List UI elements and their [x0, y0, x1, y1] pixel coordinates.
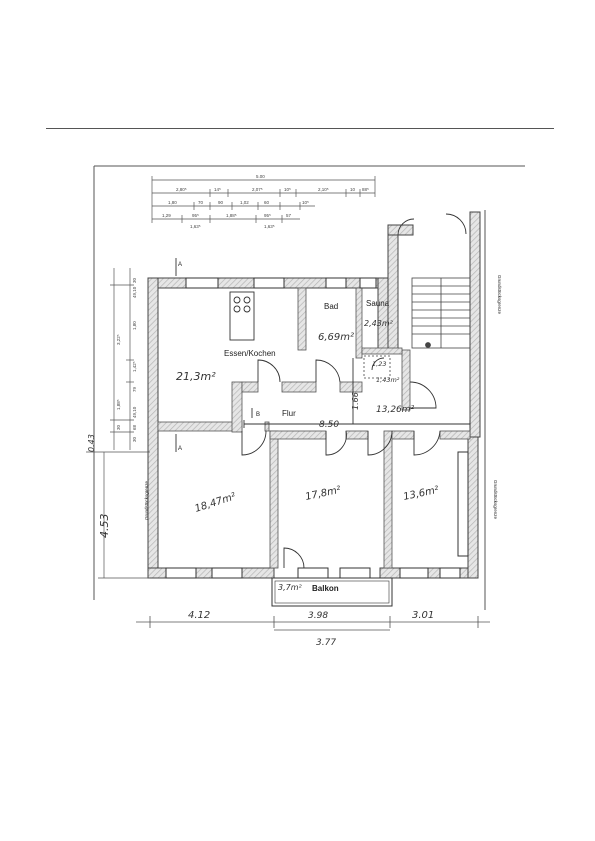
- horizontal-rule: [46, 128, 554, 129]
- dim-row2-1: 70: [198, 200, 204, 205]
- room-label-flur: Flur: [282, 409, 296, 418]
- dim-bottom-left: 4.12: [188, 610, 210, 621]
- dim-row2-5: 10⁵: [302, 200, 309, 205]
- dim-row1-3: 10⁵: [284, 187, 291, 192]
- balcony: [271, 577, 393, 607]
- dim-row2-3: 1,02: [240, 200, 249, 205]
- outer-walls: [147, 211, 481, 579]
- area-small-2: 1,43m²: [376, 376, 400, 384]
- room-label-sauna: Sauna: [366, 299, 390, 308]
- section-marker-a-bottom: A: [178, 446, 182, 452]
- boundary-label-left: Grundstücksgrenze: [144, 480, 149, 520]
- area-essen: 21,3m²: [176, 370, 216, 383]
- section-marker-b: B: [256, 412, 260, 418]
- dim-bottom-right: 3.01: [412, 610, 434, 621]
- dim-bottom-total: 3.77: [316, 638, 336, 648]
- dim-bottom-mid: 3.98: [308, 611, 328, 621]
- dim-left-small: 0.43: [87, 434, 96, 452]
- dim-left-9: 68: [132, 424, 137, 430]
- dim-row2-0: 1,80: [168, 200, 177, 205]
- dim-row4-0: 1,63⁵: [190, 224, 201, 229]
- kitchen-counter: [229, 291, 255, 341]
- niche-outline: [363, 355, 391, 379]
- dim-row2-4: 60: [264, 200, 270, 205]
- area-small-1: 1,23: [372, 360, 386, 368]
- boundary-label-right-bottom: Grundstücksgrenze: [493, 480, 498, 520]
- dim-row3-0: 1,29: [162, 213, 171, 218]
- dim-row3-4: 57: [286, 213, 292, 218]
- section-marks: [175, 258, 253, 452]
- dim-row3-2: 1,88⁵: [226, 213, 237, 218]
- flur-dimension-line: [243, 358, 471, 428]
- dim-row1-2: 2,07⁵: [252, 187, 263, 192]
- dim-row3-3: 95⁵: [264, 213, 271, 218]
- top-dimension-chains: [151, 176, 376, 223]
- area-room3: 13,6m²: [402, 485, 440, 503]
- interior-walls: [157, 287, 471, 569]
- dim-row1-0: 2,80⁵: [176, 187, 187, 192]
- area-balkon: 3,7m²: [278, 583, 303, 592]
- dim-left-4: 1,42⁵: [132, 361, 137, 372]
- dim-row3-1: 95⁵: [192, 213, 199, 218]
- dim-row1-4: 2,10⁵: [318, 187, 329, 192]
- dim-row2-2: 90: [218, 200, 224, 205]
- area-sauna: 2,43m²: [364, 319, 394, 328]
- area-bad: 6,69m²: [318, 332, 354, 343]
- dim-left-8: 30: [116, 424, 121, 430]
- dim-row1-6: 88⁵: [362, 187, 369, 192]
- room-label-balkon: Balkon: [312, 584, 339, 593]
- room-label-essen: Essen/Kochen: [224, 349, 276, 358]
- dim-top-total: 5.00: [256, 174, 265, 179]
- section-marker-a-top: A: [178, 262, 182, 268]
- staircase: [411, 277, 471, 349]
- bottom-dimension-line: [136, 616, 490, 631]
- dim-left-height: 4.53: [98, 514, 111, 539]
- property-boundary: [93, 165, 525, 610]
- boundary-label-right-top: Grundstücksgrenze: [497, 275, 502, 315]
- dim-left-0: 49,10: [132, 286, 137, 298]
- dim-left-3: 3,22⁵: [116, 334, 121, 345]
- left-dimension-chains: [86, 268, 150, 579]
- doors: [241, 213, 467, 569]
- area-flur: 13,26m²: [376, 405, 415, 415]
- area-room2: 17,8m²: [304, 485, 342, 503]
- dim-row4-1: 1,63⁵: [264, 224, 275, 229]
- dim-left-5: 79: [132, 386, 137, 392]
- dim-left-2: 1,80: [132, 321, 137, 330]
- room-label-bad: Bad: [324, 302, 338, 311]
- dim-flur-width: 1.66: [351, 392, 360, 410]
- dim-left-10: 30: [132, 436, 137, 442]
- dim-flur-length: 8.50: [319, 420, 339, 430]
- area-room1: 18,47m²: [194, 491, 238, 515]
- dim-row1-5: 10: [350, 187, 356, 192]
- windows: [165, 277, 469, 579]
- dim-left-6: 1,88⁵: [116, 399, 121, 410]
- dim-row1-1: 14⁵: [214, 187, 221, 192]
- dim-left-1: 30: [132, 277, 137, 283]
- dim-left-7: 49,10: [132, 406, 137, 418]
